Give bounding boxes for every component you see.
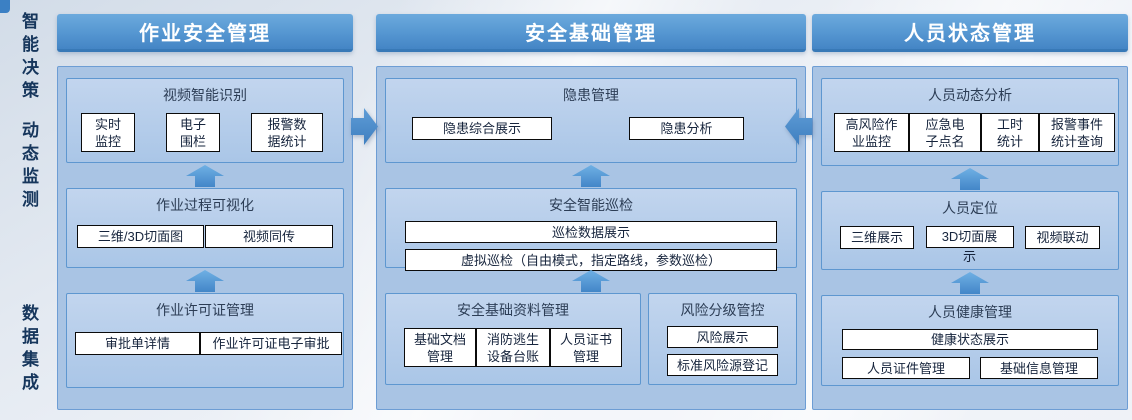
up-arrow	[821, 166, 1119, 191]
item-box-inspection-data-display: 巡检数据展示	[405, 221, 777, 243]
item-box-basic-document-management: 基础文档 管理	[404, 328, 476, 367]
item-row: 三维展示 3D切面展 示 视频联动	[828, 226, 1112, 264]
section-smart-inspection: 安全智能巡检 巡检数据展示 虚拟巡检（自由模式，指定路线，参数巡检）	[385, 188, 797, 271]
section-personnel-dynamic-analysis: 人员动态分析 高风险作 业监控 应急电 子点名 工时 统计 报警事件 统计查询	[821, 78, 1119, 166]
column-header-personnel-status: 人员状态管理	[812, 14, 1128, 52]
item-box-approval-detail: 审批单详情	[75, 332, 200, 355]
section-work-process-visualization: 作业过程可视化 三维/3D切面图 视频同传	[66, 188, 344, 268]
item-box-3d-display: 三维展示	[840, 226, 914, 249]
sidebar-label-dynamic-monitoring: 动态监测	[19, 121, 38, 213]
item-row: 实时 监控 电子 围栏 报警数 据统计	[73, 113, 337, 152]
item-box-standard-risk-source-registration: 标准风险源登记	[667, 354, 778, 376]
section-basic-safety-data: 安全基础资料管理 基础文档 管理 消防逃生 设备台账 人员证书 管理	[385, 293, 641, 385]
section-work-permit-management: 作业许可证管理 审批单详情 作业许可证电子审批	[66, 293, 344, 388]
item-row: 审批单详情 作业许可证电子审批	[73, 332, 342, 355]
item-box-basic-info-management: 基础信息管理	[980, 357, 1098, 379]
item-box-hazard-analysis: 隐患分析	[629, 117, 744, 140]
up-arrow-icon	[572, 269, 610, 292]
item-box-realtime-monitoring: 实时 监控	[81, 113, 135, 152]
section-title: 安全基础资料管理	[457, 302, 569, 318]
item-box-alarm-data-statistics: 报警数 据统计	[251, 113, 323, 152]
section-title: 隐患管理	[563, 87, 619, 103]
item-box-risk-display: 风险展示	[667, 326, 778, 348]
column-work-safety: 作业安全管理 视频智能识别 实时 监控 电子 围栏 报警数 据统计 作业过程可视…	[57, 14, 353, 410]
section-personnel-positioning: 人员定位 三维展示 3D切面展 示 视频联动	[821, 191, 1119, 270]
column-header-safety-foundation: 安全基础管理	[376, 14, 806, 52]
flow-arrow-left	[785, 107, 812, 151]
item-box-alarm-event-query: 报警事件 统计查询	[1039, 113, 1115, 152]
up-arrow	[385, 163, 797, 188]
section-hazard-management: 隐患管理 隐患综合展示 隐患分析	[385, 78, 797, 163]
up-arrow	[66, 268, 344, 293]
up-arrow-icon	[572, 164, 610, 187]
flow-arrow-right	[351, 107, 378, 151]
item-box-personnel-certificate-management: 人员证书 管理	[550, 328, 622, 367]
item-box-virtual-inspection: 虚拟巡检（自由模式，指定路线，参数巡检）	[405, 249, 777, 271]
column-panel-work-safety: 视频智能识别 实时 监控 电子 围栏 报警数 据统计 作业过程可视化 三维/3D…	[57, 66, 353, 410]
column-panel-personnel-status: 人员动态分析 高风险作 业监控 应急电 子点名 工时 统计 报警事件 统计查询 …	[812, 66, 1128, 410]
section-title: 作业许可证管理	[156, 302, 254, 318]
item-box-health-status-display: 健康状态展示	[842, 329, 1098, 350]
section-title: 人员定位	[942, 200, 998, 216]
section-title: 人员动态分析	[928, 87, 1012, 103]
item-row: 基础文档 管理 消防逃生 设备台账 人员证书 管理	[392, 328, 634, 367]
section-risk-grading-control: 风险分级管控 风险展示 标准风险源登记	[648, 293, 797, 385]
section-title: 作业过程可视化	[156, 197, 254, 213]
up-arrow	[821, 270, 1119, 295]
section-video-intelligent-recognition: 视频智能识别 实时 监控 电子 围栏 报警数 据统计	[66, 78, 344, 163]
sidebar-label-data-integration: 数据集成	[19, 304, 38, 396]
up-arrow	[385, 268, 797, 293]
item-box-electronic-fence: 电子 围栏	[166, 113, 220, 152]
item-box-3d-section-display: 3D切面展 示	[925, 226, 1014, 264]
item-box-fire-escape-equipment-ledger: 消防逃生 设备台账	[476, 328, 550, 367]
section-title: 风险分级管控	[680, 302, 765, 318]
column-safety-foundation: 安全基础管理 隐患管理 隐患综合展示 隐患分析 安全智能巡检 巡检数据展示 虚拟…	[376, 14, 806, 410]
column-panel-safety-foundation: 隐患管理 隐患综合展示 隐患分析 安全智能巡检 巡检数据展示 虚拟巡检（自由模式…	[376, 66, 806, 410]
section-title: 安全智能巡检	[549, 197, 633, 213]
up-arrow-icon	[186, 269, 224, 292]
section-pair-row: 安全基础资料管理 基础文档 管理 消防逃生 设备台账 人员证书 管理 风险分级管…	[385, 293, 797, 385]
section-personnel-health-management: 人员健康管理 健康状态展示 人员证件管理 基础信息管理	[821, 295, 1119, 386]
item-row: 人员证件管理 基础信息管理	[828, 357, 1112, 379]
column-personnel-status: 人员状态管理 人员动态分析 高风险作 业监控 应急电 子点名 工时 统计 报警事…	[812, 14, 1128, 410]
corner-accent	[0, 0, 10, 13]
column-header-work-safety: 作业安全管理	[57, 14, 353, 52]
item-box-permit-e-approval: 作业许可证电子审批	[200, 332, 342, 355]
item-box-emergency-e-rollcall: 应急电 子点名	[909, 113, 981, 152]
up-arrow-icon	[951, 167, 989, 190]
up-arrow	[66, 163, 344, 188]
item-box-video-linkage: 视频联动	[1025, 226, 1100, 249]
item-box-work-hour-statistics: 工时 统计	[981, 113, 1039, 152]
item-row: 隐患综合展示 隐患分析	[392, 117, 790, 140]
item-box-high-risk-work-monitoring: 高风险作 业监控	[834, 113, 909, 152]
item-box-video-transmission: 视频同传	[205, 225, 333, 248]
section-title: 视频智能识别	[163, 87, 247, 103]
sidebar-label-intelligent-decision: 智能决策	[19, 12, 38, 104]
item-box-hazard-overview: 隐患综合展示	[412, 117, 552, 140]
item-row: 高风险作 业监控 应急电 子点名 工时 统计 报警事件 统计查询	[828, 113, 1115, 152]
right-arrow-icon	[351, 108, 378, 145]
item-box-personnel-id-management: 人员证件管理	[842, 357, 970, 379]
item-box-3d-section-view: 三维/3D切面图	[77, 225, 204, 248]
item-row: 三维/3D切面图 视频同传	[73, 225, 337, 248]
section-title: 人员健康管理	[928, 304, 1012, 320]
left-arrow-icon	[785, 108, 812, 145]
up-arrow-icon	[951, 271, 989, 294]
up-arrow-icon	[186, 164, 224, 187]
